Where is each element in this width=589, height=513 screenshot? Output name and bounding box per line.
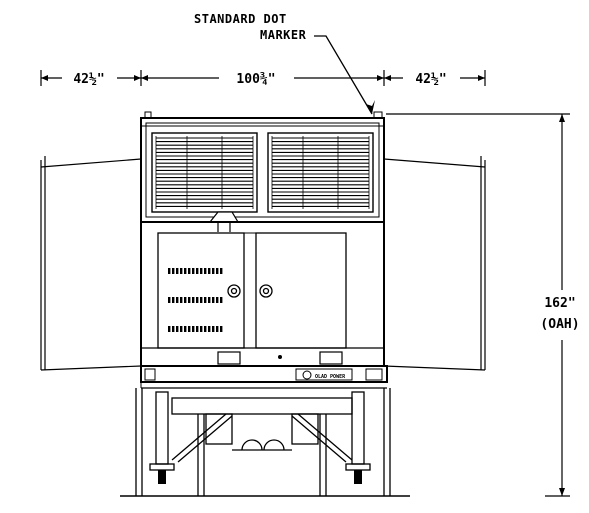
jack-right bbox=[351, 391, 365, 465]
lift-lug-left bbox=[144, 111, 152, 119]
right-door-bottom bbox=[383, 365, 486, 371]
left-door-bottom bbox=[40, 365, 142, 371]
fuel-block-right bbox=[291, 413, 319, 445]
nameplate-text: OLAD POWER bbox=[315, 374, 346, 380]
left-door-top bbox=[40, 158, 142, 168]
vent-slot bbox=[188, 326, 191, 332]
dim-height-text: 162" bbox=[544, 296, 575, 311]
vent-slot bbox=[192, 326, 195, 332]
vent-slot bbox=[168, 326, 171, 332]
vent-slot bbox=[172, 297, 175, 303]
vent-slot bbox=[208, 326, 211, 332]
jack-foot-right bbox=[345, 463, 371, 471]
jack-left bbox=[155, 391, 169, 465]
marker-label-line2: MARKER bbox=[260, 28, 307, 42]
hitch-symbol-icon bbox=[302, 370, 312, 380]
vent-slot bbox=[208, 297, 211, 303]
base-plate bbox=[217, 351, 343, 365]
undercarriage bbox=[120, 388, 410, 497]
frame-rail bbox=[140, 365, 388, 383]
vent-slot bbox=[204, 268, 207, 274]
vent-slot bbox=[220, 326, 223, 332]
height-dimension bbox=[386, 113, 570, 497]
center-dot-marker bbox=[278, 355, 282, 359]
vent-slot bbox=[212, 297, 215, 303]
door-vent-slots bbox=[168, 268, 223, 332]
marker-label-line1: STANDARD DOT bbox=[194, 12, 287, 26]
door-latches bbox=[227, 284, 273, 298]
vent-slot bbox=[216, 297, 219, 303]
vent-slot bbox=[172, 268, 175, 274]
trailer-frame bbox=[140, 365, 388, 389]
vent-slot bbox=[168, 268, 171, 274]
vent-slot bbox=[168, 297, 171, 303]
vent-slot bbox=[180, 297, 183, 303]
dim-height-note: (OAH) bbox=[540, 317, 579, 332]
grille-right bbox=[267, 132, 374, 213]
vent-slot bbox=[216, 268, 219, 274]
axle-beam bbox=[171, 397, 353, 415]
vent-slot bbox=[184, 268, 187, 274]
vent-slot bbox=[200, 268, 203, 274]
drain-right bbox=[263, 439, 285, 451]
fuel-block-left bbox=[205, 413, 233, 445]
vent-slot bbox=[196, 326, 199, 332]
dim-right-text: 42½" bbox=[415, 72, 446, 87]
dim-center-text: 100¾" bbox=[236, 72, 275, 87]
marker-leader-line bbox=[314, 35, 373, 115]
drain-left bbox=[241, 439, 263, 451]
vent-slot bbox=[208, 268, 211, 274]
vent-slot bbox=[176, 268, 179, 274]
vent-slot bbox=[196, 268, 199, 274]
vent-slot bbox=[192, 268, 195, 274]
dim-left-text: 42½" bbox=[73, 72, 104, 87]
vent-slot bbox=[184, 326, 187, 332]
vent-slot bbox=[212, 268, 215, 274]
vent-slot bbox=[176, 297, 179, 303]
tail-light-left bbox=[144, 368, 156, 381]
vent-slot bbox=[180, 268, 183, 274]
vent-slot bbox=[180, 326, 183, 332]
marker-leader-arrow bbox=[366, 100, 375, 114]
radiator-inner-frame bbox=[145, 122, 380, 218]
open-side-doors bbox=[40, 156, 486, 371]
vent-slot bbox=[192, 297, 195, 303]
tail-light-right bbox=[365, 368, 383, 381]
lift-lug-right bbox=[373, 111, 383, 119]
vent-slot bbox=[184, 297, 187, 303]
right-door-top bbox=[383, 158, 486, 168]
height-dimension-arrows bbox=[559, 114, 565, 496]
vent-slot bbox=[212, 326, 215, 332]
vent-slot bbox=[220, 297, 223, 303]
radiator-housing bbox=[140, 111, 385, 223]
vent-slot bbox=[220, 268, 223, 274]
vent-slot bbox=[204, 326, 207, 332]
jack-foot-left bbox=[149, 463, 175, 471]
nameplate-box bbox=[295, 368, 353, 381]
standard-dot-marker-callout: STANDARD DOT MARKER bbox=[194, 12, 375, 115]
exhaust-hood bbox=[208, 211, 240, 223]
brace-right bbox=[297, 413, 353, 461]
marker-light-left bbox=[217, 351, 241, 365]
vent-slot bbox=[200, 326, 203, 332]
grille-louvres bbox=[155, 136, 370, 209]
vent-slot bbox=[196, 297, 199, 303]
vent-slot bbox=[172, 326, 175, 332]
vent-slot bbox=[176, 326, 179, 332]
brace-left bbox=[171, 413, 227, 461]
vent-slot bbox=[204, 297, 207, 303]
vent-slot bbox=[188, 297, 191, 303]
vent-slot bbox=[216, 326, 219, 332]
vent-slot bbox=[188, 268, 191, 274]
grille-left bbox=[151, 132, 258, 213]
marker-light-right bbox=[319, 351, 343, 365]
jack-foot-shading bbox=[158, 470, 362, 484]
width-dimension-arrows bbox=[41, 75, 485, 81]
vent-slot bbox=[200, 297, 203, 303]
